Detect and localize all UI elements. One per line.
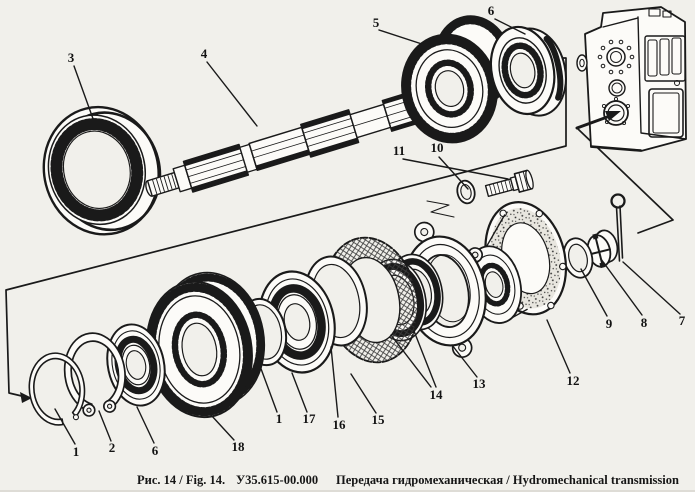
break-symbol (426, 200, 455, 218)
part-11-lock-washer (456, 179, 476, 205)
figure-caption: Рис. 14 / Fig. 14. У35.615-00.000 Переда… (0, 473, 695, 492)
part-label-5: 5 (373, 15, 380, 30)
part-label-2: 2 (109, 440, 116, 455)
figure-title: Передача гидромеханическая / Hydromechan… (336, 473, 679, 487)
part-labels: 3 4 5 6 11 10 1 2 6 18 1 17 16 15 14 13 … (68, 3, 686, 459)
assembly-direction-arrow (575, 111, 621, 130)
part-12-drive-hub (466, 201, 568, 324)
part-label-18: 18 (232, 439, 246, 454)
transmission-housing (576, 6, 687, 152)
part-1-snap-ring (28, 352, 86, 426)
part-label-10: 10 (431, 140, 444, 155)
part-label-12: 12 (567, 373, 580, 388)
part-label-1: 1 (73, 444, 80, 459)
drawing-number: У35.615-00.000 (236, 473, 319, 487)
part-label-9: 9 (606, 316, 613, 331)
part-label-6-bottom: 6 (152, 443, 159, 458)
leader-lines (54, 18, 681, 445)
part-label-8: 8 (641, 315, 648, 330)
part-7-cotter-pin (610, 193, 626, 262)
part-3-internal-ring-gear (42, 105, 162, 236)
part-label-3: 3 (68, 50, 75, 65)
page-bottom-edge (0, 490, 695, 492)
part-label-4: 4 (201, 46, 208, 61)
figure-reference: Рис. 14 / Fig. 14. (137, 473, 226, 487)
part-4-splined-shaft (145, 88, 431, 197)
part-label-13: 13 (473, 376, 487, 391)
part-5-gear-cluster (401, 15, 513, 144)
part-label-15: 15 (372, 412, 386, 427)
part-label-1-inner: 1 (276, 411, 283, 426)
part-6-ring-gear-drum (489, 25, 567, 117)
part-label-16: 16 (333, 417, 347, 432)
part-label-11: 11 (393, 143, 405, 158)
part-label-14: 14 (430, 387, 444, 402)
part-10-bolt (484, 169, 534, 198)
part-label-7: 7 (679, 313, 686, 328)
part-label-17: 17 (303, 411, 317, 426)
part-label-6-top: 6 (488, 3, 495, 18)
